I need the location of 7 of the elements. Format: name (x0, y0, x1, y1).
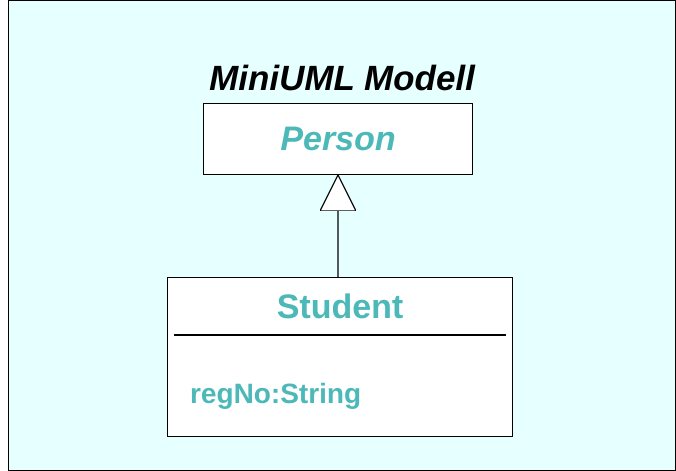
diagram-title: MiniUML Modell (208, 59, 476, 99)
class-box (203, 103, 473, 175)
class-box (167, 277, 513, 437)
class-attribute: regNo:String (190, 378, 362, 410)
class-name: Student (276, 288, 404, 327)
generalization-arrow (319, 174, 357, 277)
class-name: Person (279, 120, 397, 159)
